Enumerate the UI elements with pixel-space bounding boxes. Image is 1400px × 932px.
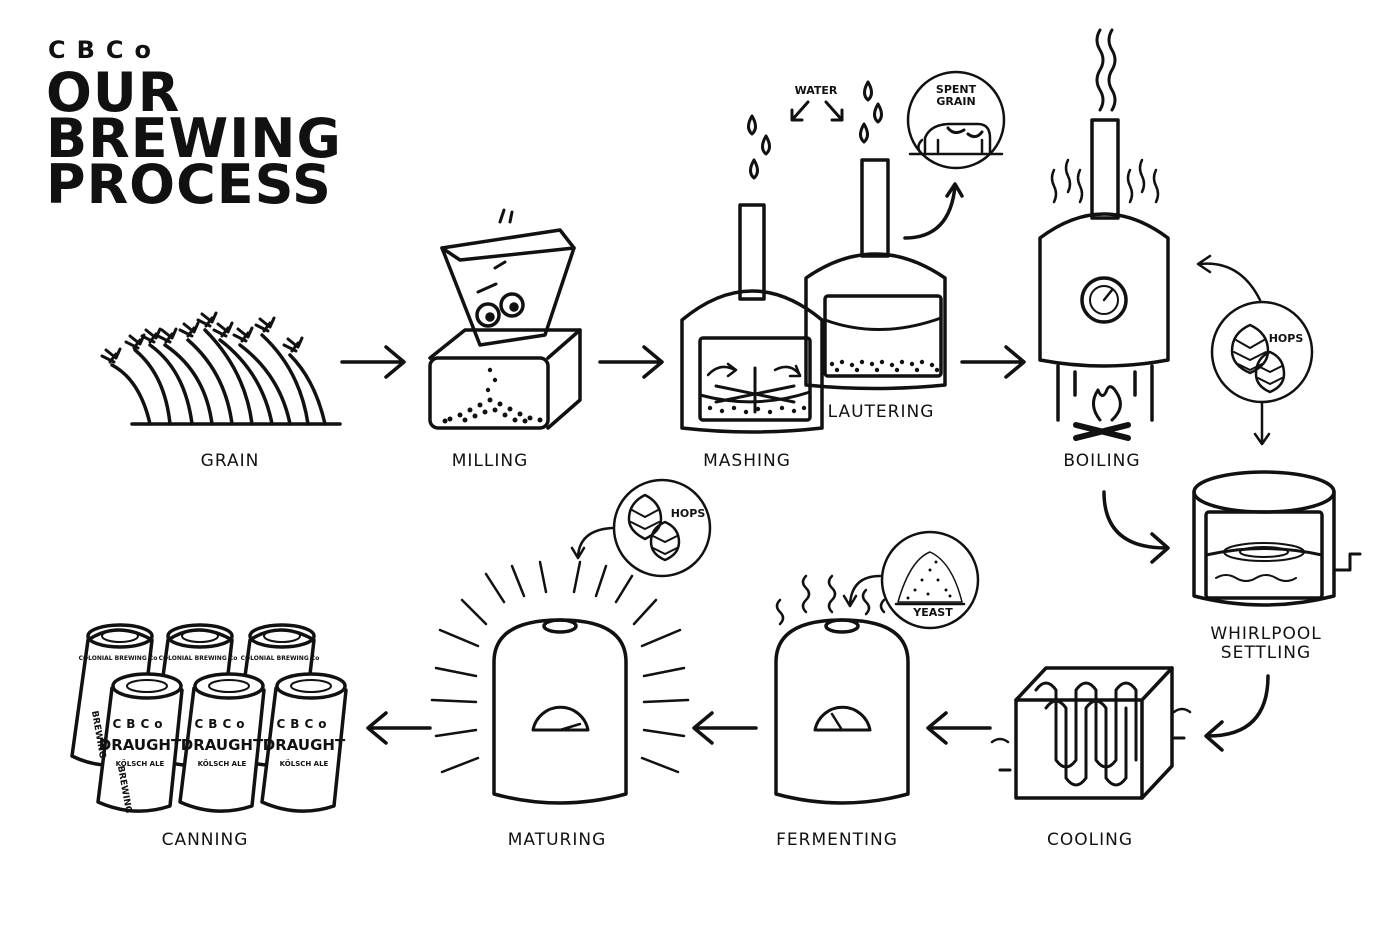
spent-grain-circle (906, 70, 1006, 170)
boiling-illustration (1038, 28, 1170, 441)
hops-mature-circle (570, 478, 712, 578)
arrow-maturing-to-canning (366, 711, 432, 745)
can-1-name: DRAUGHT (99, 736, 182, 754)
fermenting-illustration (774, 574, 910, 805)
can-labels: CBCo DRAUGHT KÖLSCH ALE CBCo DRAUGHT KÖL… (79, 655, 346, 814)
arrow-fermenting-to-maturing (692, 711, 758, 745)
can-3-style: KÖLSCH ALE (280, 759, 329, 768)
arrow-whirlpool-to-cooling (1204, 674, 1270, 752)
arrow-grain-to-milling (340, 345, 406, 379)
can-3-brand: CBCo (276, 717, 331, 731)
label-milling: MILLING (451, 451, 529, 471)
mashing-illustration (680, 203, 824, 434)
can-1-style: KÖLSCH ALE (116, 759, 165, 768)
can-1-brand: CBCo (112, 717, 167, 731)
label-whirlpool: WHIRLPOOL SETTLING (1200, 625, 1332, 663)
lautering-illustration (804, 158, 964, 391)
grain-illustration (100, 311, 342, 426)
cooling-illustration (990, 666, 1192, 800)
label-spent-grain-line-1: SPENT (935, 83, 977, 96)
canning-illustration (70, 623, 348, 813)
label-cooling: COOLING (1046, 830, 1133, 850)
label-water: WATER (794, 84, 838, 97)
arrow-milling-to-mashing (598, 345, 664, 379)
title-line-1: OUR (46, 61, 181, 124)
maturing-illustration (430, 560, 690, 805)
label-fermenting: FERMENTING (776, 830, 898, 850)
can-2-name: DRAUGHT (181, 736, 264, 754)
brand-logo: CBCo (48, 36, 163, 64)
whirlpool-illustration (1192, 470, 1362, 607)
arrow-boiling-to-whirlpool (1102, 490, 1170, 564)
page-title: OUR BREWING PROCESS (46, 61, 342, 216)
label-whirlpool-line-2: SETTLING (1220, 643, 1312, 663)
can-back-3-top: COLONIAL BREWING Co (241, 655, 320, 662)
label-whirlpool-line-1: WHIRLPOOL (1210, 624, 1322, 644)
label-maturing: MATURING (507, 830, 607, 850)
can-2-brand: CBCo (194, 717, 249, 731)
label-mashing: MASHING (703, 451, 791, 471)
arrow-cooling-to-fermenting (926, 711, 992, 745)
label-grain: GRAIN (200, 451, 260, 471)
can-back-2-top: COLONIAL BREWING Co (159, 655, 238, 662)
water-drops (747, 80, 883, 180)
label-hops-mature: HOPS (670, 507, 706, 520)
can-3-name: DRAUGHT (263, 736, 346, 754)
can-back-1-side: BREWING (89, 710, 107, 759)
can-back-1-top: COLONIAL BREWING Co (79, 655, 158, 662)
label-lautering: LAUTERING (827, 402, 935, 422)
hops-boil-circle (1196, 254, 1314, 446)
label-spent-grain-line-2: GRAIN (936, 95, 976, 108)
label-yeast: YEAST (913, 606, 953, 619)
milling-illustration (428, 208, 582, 430)
yeast-circle (842, 530, 980, 630)
label-hops-boil: HOPS (1268, 332, 1304, 345)
label-spent-grain: SPENT GRAIN (926, 84, 986, 108)
label-canning: CANNING (161, 830, 249, 850)
can-2-style: KÖLSCH ALE (198, 759, 247, 768)
title-line-2: BREWING (46, 107, 342, 170)
label-boiling: BOILING (1063, 451, 1141, 471)
arrow-mashing-to-boiling (960, 345, 1026, 379)
title-line-3: PROCESS (46, 153, 332, 216)
